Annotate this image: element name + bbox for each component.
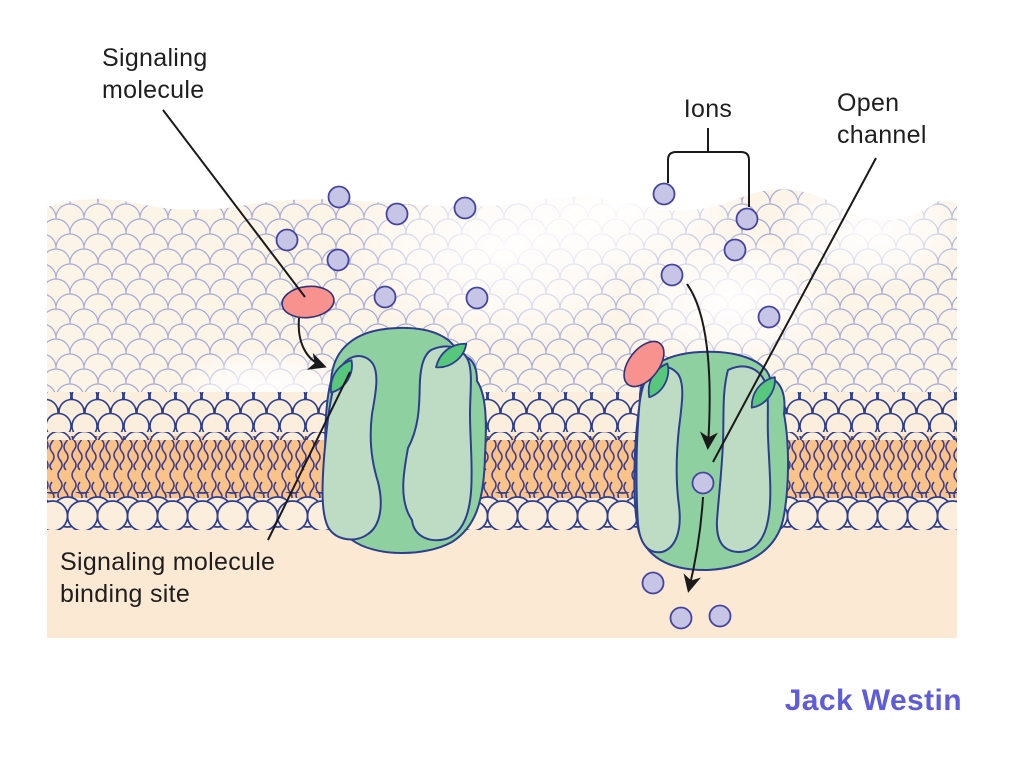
ion xyxy=(652,182,676,206)
lower-heads-row xyxy=(47,492,957,530)
signaling-molecules xyxy=(281,285,665,388)
ion-exit-arrow xyxy=(683,496,704,593)
open-channel-protein xyxy=(633,350,790,572)
ion xyxy=(723,238,747,262)
binding-arrow xyxy=(297,317,327,370)
lipid-bilayer xyxy=(47,392,957,530)
brand-logo-text: Jack Westin xyxy=(784,684,962,717)
closed-channel-left-subunit xyxy=(321,355,382,541)
ion xyxy=(669,606,693,630)
ion xyxy=(735,207,759,231)
ion xyxy=(641,571,665,595)
open-channel-label: Open channel xyxy=(837,89,927,149)
ion-entry-arrow xyxy=(686,283,718,450)
ion xyxy=(465,286,489,310)
ion xyxy=(660,263,684,287)
closed-channel-right-subunit xyxy=(402,345,473,542)
upper-heads-row xyxy=(47,392,957,440)
open-channel-left-subunit xyxy=(635,365,684,554)
binding-site-label: Signaling molecule binding site xyxy=(60,548,276,608)
binding-site-pointer-line xyxy=(267,371,351,541)
ions-label: Ions xyxy=(683,95,733,123)
ion xyxy=(691,471,715,495)
ion xyxy=(708,604,732,628)
signaling-molecule-bound xyxy=(623,340,665,388)
ion xyxy=(373,285,397,309)
signaling-molecule-free xyxy=(281,285,335,319)
ion xyxy=(327,185,351,209)
ion xyxy=(275,228,299,252)
ion xyxy=(385,202,409,226)
ions-group xyxy=(275,182,781,630)
open-channel-pointer-line xyxy=(712,157,877,463)
ion xyxy=(326,248,350,272)
ion xyxy=(453,196,477,220)
ion xyxy=(757,305,781,329)
signaling-molecule-label: Signaling molecule xyxy=(102,44,208,104)
ions-bracket xyxy=(667,151,750,207)
closed-channel-protein xyxy=(321,326,487,554)
tail-lines xyxy=(47,436,957,498)
signaling-molecule-pointer-line xyxy=(162,109,306,298)
annotation-lines xyxy=(162,109,877,593)
